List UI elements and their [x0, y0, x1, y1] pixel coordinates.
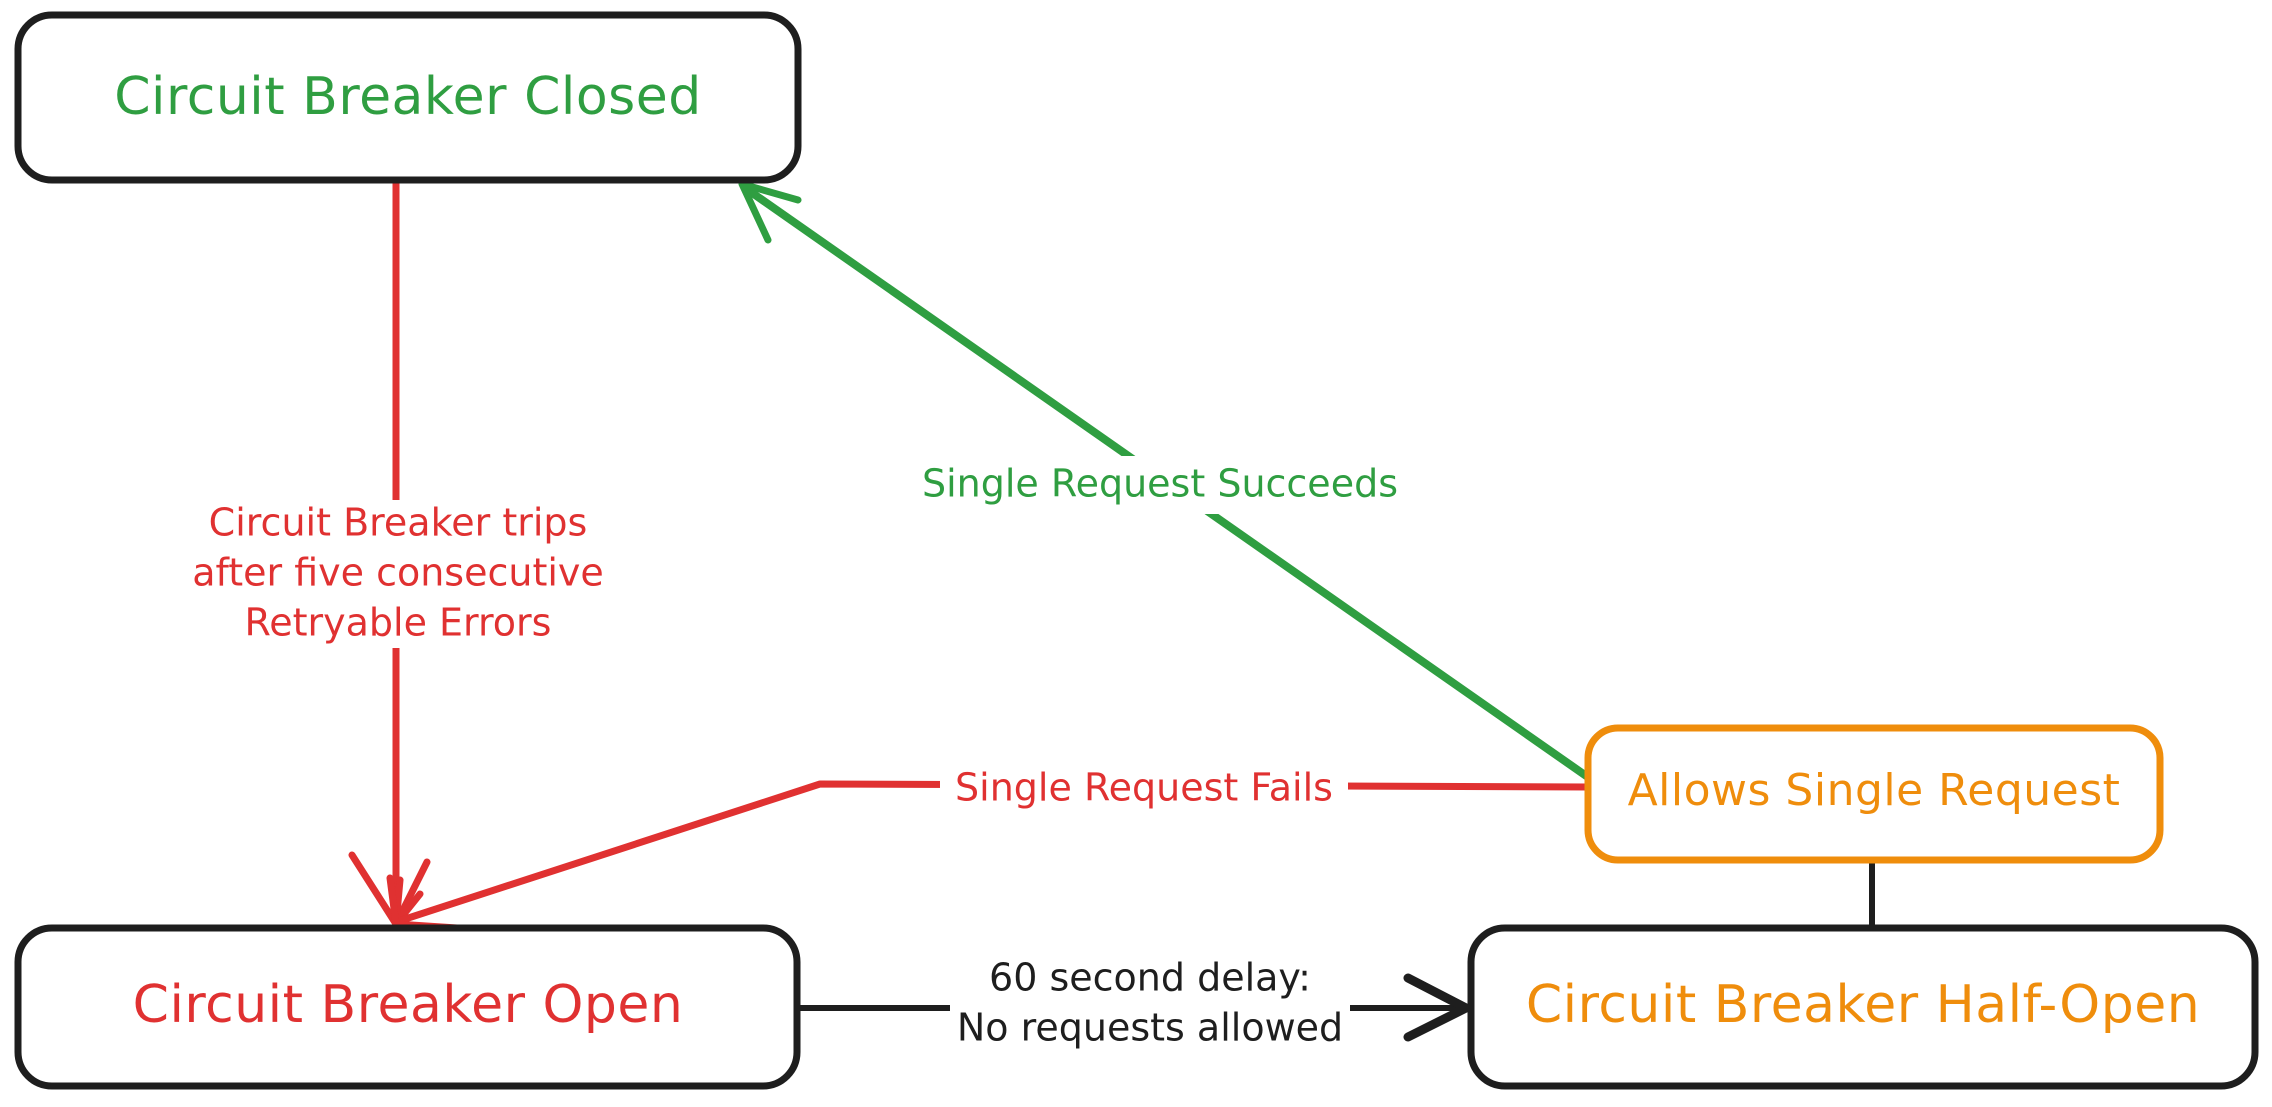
edge-label-open-to-half-open-line1: 60 second delay:: [989, 956, 1311, 1000]
node-circuit-breaker-closed[interactable]: Circuit Breaker Closed: [14, 11, 802, 184]
edge-label-allows-to-open-text: Single Request Fails: [955, 766, 1333, 810]
edge-label-allows-to-open-bg: [940, 760, 1348, 818]
node-closed-box[interactable]: [14, 11, 802, 184]
edge-label-allows-to-open: Single Request Fails: [940, 760, 1348, 818]
node-half-open-box[interactable]: [1467, 924, 2259, 1090]
edge-label-allows-to-closed-text: Single Request Succeeds: [922, 462, 1398, 506]
edge-label-open-to-half-open: 60 second delay: No requests allowed: [950, 948, 1350, 1060]
edge-label-closed-to-open-line3: Retryable Errors: [245, 601, 552, 645]
edge-open-to-half-open-arrowhead: [1403, 973, 1471, 1042]
edge-label-allows-to-closed: Single Request Succeeds: [910, 456, 1410, 514]
node-half-open-label: Circuit Breaker Half-Open: [1526, 975, 2200, 1035]
node-circuit-breaker-open[interactable]: Circuit Breaker Open: [14, 924, 801, 1090]
node-open-label: Circuit Breaker Open: [133, 975, 684, 1035]
node-open-box[interactable]: [14, 924, 801, 1090]
edge-label-open-to-half-open-line2: No requests allowed: [957, 1006, 1343, 1050]
edge-label-closed-to-open-line2: after five consecutive: [192, 551, 604, 595]
edge-label-allows-to-closed-bg: [910, 456, 1410, 514]
node-circuit-breaker-half-open[interactable]: Circuit Breaker Half-Open: [1467, 924, 2259, 1090]
edge-allows-to-closed-arrowhead: [738, 180, 802, 244]
edge-label-closed-to-open-line1: Circuit Breaker trips: [209, 501, 588, 545]
node-allows-single-request-box[interactable]: [1584, 724, 2164, 864]
node-closed-label: Circuit Breaker Closed: [114, 67, 702, 127]
edge-label-closed-to-open: Circuit Breaker trips after five consecu…: [180, 500, 616, 648]
edge-label-open-to-half-open-bg: [950, 948, 1350, 1060]
node-allows-single-request-label: Allows Single Request: [1628, 765, 2121, 816]
node-allows-single-request[interactable]: Allows Single Request: [1584, 724, 2164, 864]
edge-label-closed-to-open-bg: [180, 500, 616, 648]
